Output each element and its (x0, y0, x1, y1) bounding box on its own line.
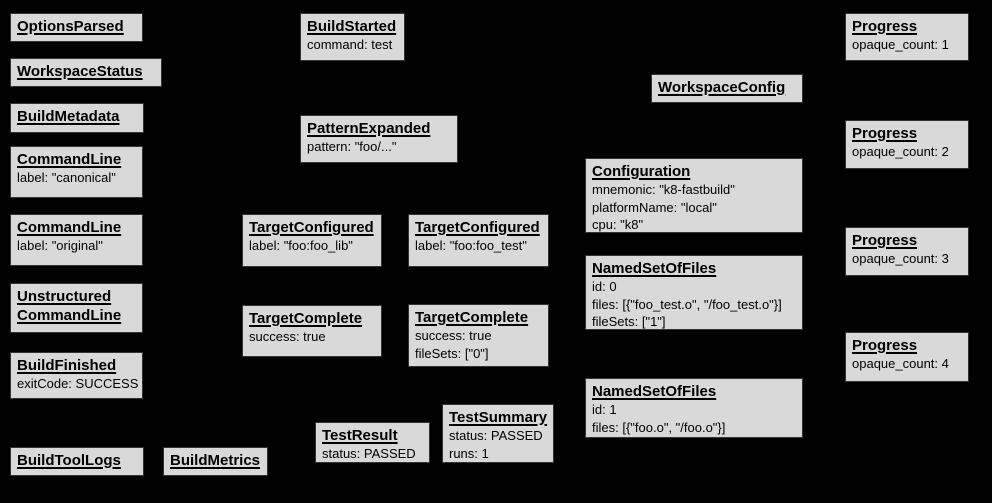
event-attribute-line: exitCode: SUCCESS (17, 376, 139, 391)
event-named-set-of-files-0: NamedSetOfFiles id: 0 files: [{"foo_test.o… (585, 255, 803, 330)
event-title: OptionsParsed (17, 18, 124, 35)
event-attribute-line: opaque_count: 2 (852, 144, 949, 159)
event-attribute-line: cpu: "k8" (592, 217, 644, 232)
event-test-summary: TestSummary status: PASSED runs: 1 (442, 404, 554, 463)
event-build-metadata: BuildMetadata (10, 103, 144, 133)
event-build-metrics: BuildMetrics (163, 447, 268, 476)
event-attribute-line: status: PASSED (449, 428, 543, 443)
event-attribute-line: id: 1 (592, 402, 617, 417)
event-title: BuildFinished (17, 357, 117, 374)
event-title: TestResult (322, 427, 398, 444)
event-progress-3: Progress opaque_count: 3 (845, 227, 969, 276)
event-progress-4: Progress opaque_count: 4 (845, 332, 969, 382)
event-attribute-line: files: [{"foo_test.o", "/foo_test.o"}] (592, 296, 782, 312)
event-title: Configuration (592, 163, 691, 180)
event-attribute-line: status: PASSED (322, 446, 416, 461)
event-title: BuildMetadata (17, 108, 120, 125)
event-title: Unstructured CommandLine (17, 288, 122, 324)
event-configuration: Configuration mnemonic: "k8-fastbuild" pla… (585, 158, 803, 233)
event-attribute-line: runs: 1 (449, 445, 489, 461)
event-title: NamedSetOfFiles (592, 383, 717, 400)
event-target-configured-foo-lib: TargetConfigured label: "foo:foo_lib" (242, 214, 382, 267)
event-build-finished: BuildFinished exitCode: SUCCESS (10, 352, 143, 399)
event-attribute-line: files: [{"foo.o", "/foo.o"}] (592, 419, 726, 435)
event-title: PatternExpanded (307, 120, 431, 137)
event-build-tool-logs: BuildToolLogs (10, 447, 144, 476)
event-attribute-line: platformName: "local" (592, 199, 717, 215)
event-progress-1: Progress opaque_count: 1 (845, 13, 969, 61)
event-target-complete-foo-lib: TargetComplete success: true (242, 305, 382, 357)
event-title: Progress (852, 337, 918, 354)
event-title: WorkspaceStatus (17, 63, 143, 80)
event-attribute-line: success: true (415, 328, 492, 343)
event-title: NamedSetOfFiles (592, 260, 717, 277)
event-title: CommandLine (17, 219, 122, 236)
event-title: CommandLine (17, 151, 122, 168)
event-attribute-line: mnemonic: "k8-fastbuild" (592, 182, 735, 197)
event-attribute-line: id: 0 (592, 279, 617, 294)
event-title: TargetConfigured (249, 219, 374, 236)
event-named-set-of-files-1: NamedSetOfFiles id: 1 files: [{"foo.o", "/… (585, 378, 803, 438)
event-title: BuildToolLogs (17, 452, 121, 469)
event-attribute-line: command: test (307, 37, 393, 52)
event-title: BuildMetrics (170, 452, 261, 469)
event-attribute-line: fileSets: ["1"] (592, 314, 666, 329)
event-attribute-line: opaque_count: 3 (852, 251, 949, 266)
event-attribute-line: opaque_count: 4 (852, 356, 949, 371)
event-title: TargetComplete (249, 310, 363, 327)
event-pattern-expanded: PatternExpanded pattern: "foo/..." (300, 115, 458, 163)
event-attribute-line: label: "foo:foo_test" (415, 238, 527, 253)
event-test-result: TestResult status: PASSED (315, 422, 430, 463)
event-title: TargetComplete (415, 309, 529, 326)
event-attribute-line: fileSets: ["0"] (415, 345, 489, 361)
event-title: BuildStarted (307, 18, 397, 35)
event-command-line-canonical: CommandLine label: "canonical" (10, 146, 143, 198)
event-title: Progress (852, 18, 918, 35)
event-command-line-original: CommandLine label: "original" (10, 214, 143, 266)
event-build-started: BuildStarted command: test (300, 13, 405, 61)
event-title: TargetConfigured (415, 219, 540, 236)
event-workspace-config: WorkspaceConfig (651, 74, 803, 103)
event-attribute-line: success: true (249, 329, 326, 344)
event-title: Progress (852, 125, 918, 142)
event-workspace-status: WorkspaceStatus (10, 58, 162, 87)
event-target-complete-foo-test: TargetComplete success: true fileSets: ["0… (408, 304, 549, 367)
event-attribute-line: label: "foo:foo_lib" (249, 238, 353, 253)
event-title: WorkspaceConfig (658, 79, 786, 96)
event-title: Progress (852, 232, 918, 249)
event-attribute-line: label: "canonical" (17, 170, 116, 185)
event-attribute-line: pattern: "foo/..." (307, 139, 397, 154)
event-title: TestSummary (449, 409, 548, 426)
event-attribute-line: opaque_count: 1 (852, 37, 949, 52)
event-attribute-line: label: "original" (17, 238, 103, 253)
event-options-parsed: OptionsParsed (10, 13, 143, 42)
event-progress-2: Progress opaque_count: 2 (845, 120, 969, 169)
event-target-configured-foo-test: TargetConfigured label: "foo:foo_test" (408, 214, 549, 267)
event-unstructured-command-line: Unstructured CommandLine (10, 283, 143, 333)
